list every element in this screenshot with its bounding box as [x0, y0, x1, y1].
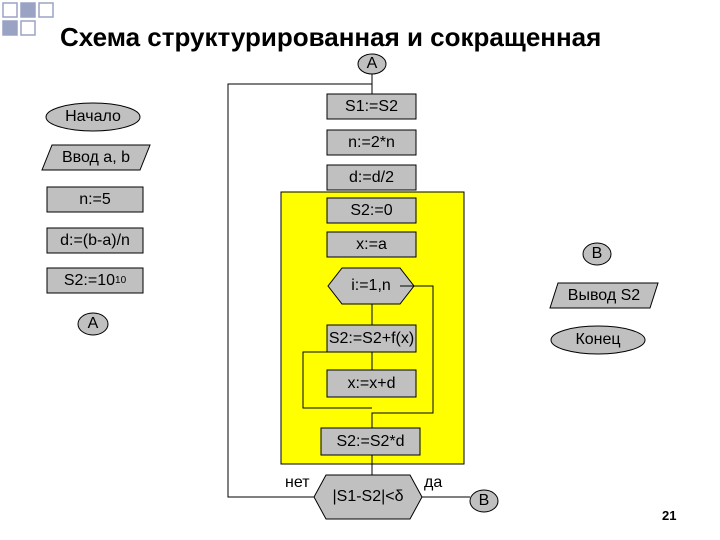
no-label: нет — [285, 474, 310, 491]
x-increment-label: x:=x+d — [347, 374, 396, 392]
d-assign-label: d:=(b-a)/n — [60, 231, 130, 249]
n-double-block — [326, 129, 417, 156]
connector-b-bottom-label: B — [478, 492, 490, 509]
connector-a-top-label: A — [366, 55, 378, 72]
loop-inner-right — [371, 285, 434, 428]
end-terminal — [550, 325, 646, 355]
n-double-label: n:=2*n — [348, 133, 395, 151]
input-label: Ввод a, b — [61, 148, 130, 166]
s2-accumulate-block — [326, 324, 417, 353]
s2-multiply-block — [320, 427, 421, 456]
s2-zero-block — [326, 197, 417, 224]
connector-a-left — [77, 312, 109, 336]
input-parallelogram — [41, 144, 151, 171]
s2-assign-base: S2:=10 — [63, 271, 116, 289]
connector-b-right-label: B — [591, 245, 603, 262]
d-half-block — [326, 164, 417, 191]
x-increment-block — [326, 369, 417, 398]
output-label: Вывод S2 — [567, 286, 641, 304]
connector-a-left-label: A — [87, 315, 99, 332]
start-terminal — [45, 102, 141, 132]
loop-header-hexagon — [327, 267, 415, 305]
s2-zero-label: S2:=0 — [350, 201, 393, 219]
loop-header-label: i:=1,n — [351, 277, 391, 294]
n-assign-block — [46, 186, 144, 213]
s2-assign-exponent: 10 — [115, 275, 127, 286]
s2-assign-block — [46, 267, 144, 294]
connector-b-right — [582, 242, 612, 266]
d-half-label: d:=d/2 — [349, 168, 394, 186]
yes-label: да — [424, 474, 443, 491]
s2-accumulate-label: S2:=S2+f(x) — [328, 329, 415, 347]
output-parallelogram — [549, 282, 659, 309]
s2-multiply-label: S2:=S2*d — [336, 432, 405, 450]
s1-assign-block — [326, 93, 417, 120]
page-number: 21 — [662, 508, 677, 523]
decorative-squares — [0, 0, 60, 50]
s1-assign-label: S1:=S2 — [345, 97, 398, 115]
x-assign-block — [326, 231, 417, 258]
end-label: Конец — [575, 331, 621, 348]
n-assign-label: n:=5 — [79, 190, 111, 208]
x-assign-label: x:=a — [356, 235, 387, 253]
d-assign-block — [46, 227, 144, 254]
start-label: Начало — [65, 108, 121, 125]
condition-label: |S1-S2|<δ — [332, 488, 404, 505]
outer-loop-line — [227, 83, 372, 498]
loop-inner-left — [302, 351, 372, 409]
page-title: Схема структурированная и сокращенная — [60, 22, 602, 52]
connector-b-bottom — [469, 489, 499, 513]
